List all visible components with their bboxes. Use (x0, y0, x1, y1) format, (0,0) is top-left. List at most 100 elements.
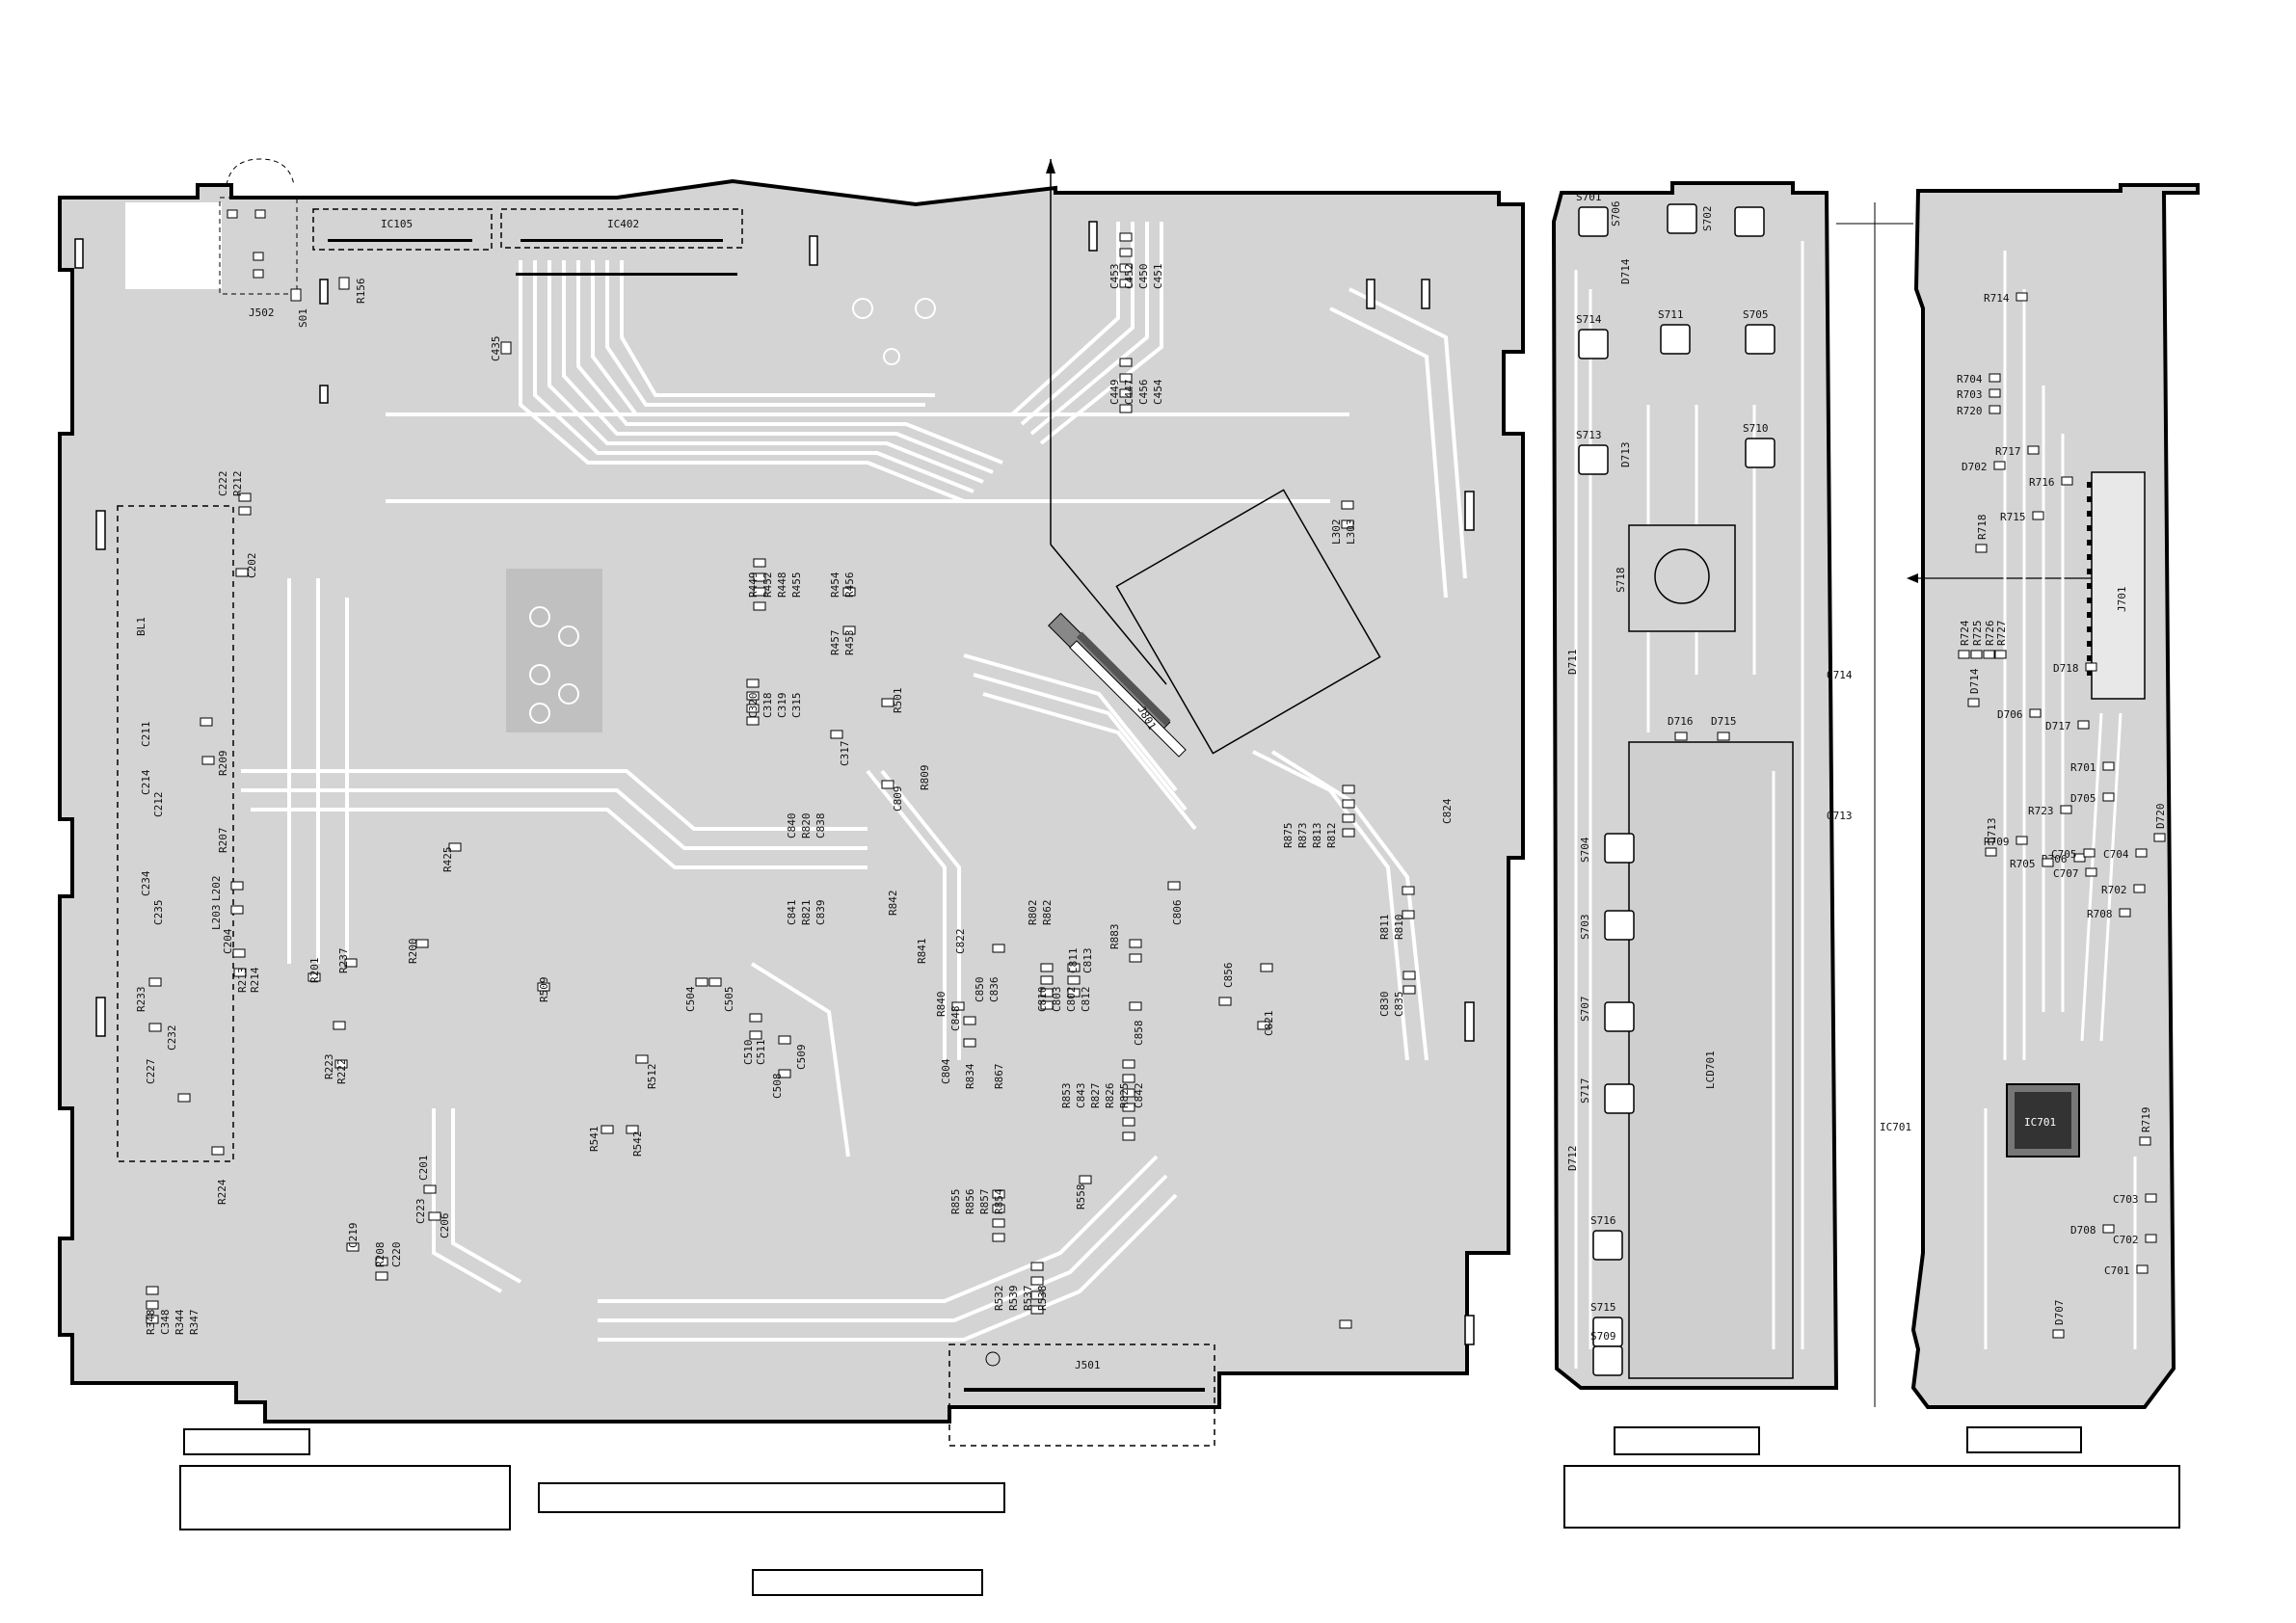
label-r841: R841 (916, 939, 928, 965)
pad-r715 (2032, 511, 2044, 520)
pad-r704 (1989, 373, 2001, 383)
label-d714: D714 (1968, 668, 1981, 694)
label-c810: C810 (1036, 987, 1049, 1013)
pad-r709 (2016, 836, 2028, 845)
label-c449: C449 (1108, 380, 1121, 406)
label-r834: R834 (964, 1063, 976, 1089)
label-r201: R201 (308, 958, 321, 984)
pad-r720 (1989, 405, 2001, 414)
label-c856: C856 (1222, 963, 1235, 989)
label-c201: C201 (417, 1156, 430, 1182)
label-c452: C452 (1123, 264, 1135, 290)
j501-pinrow (964, 1388, 1205, 1392)
pad-r726 (1983, 650, 1995, 659)
pad-d714 (1967, 698, 1980, 707)
label-r810: R810 (1393, 915, 1405, 941)
label-r826: R826 (1104, 1083, 1116, 1109)
label-c702: C702 (2113, 1234, 2139, 1246)
label-r724: R724 (1959, 620, 1971, 646)
label-r207: R207 (217, 828, 229, 854)
pad-d708 (2102, 1224, 2115, 1234)
label-c202: C202 (246, 553, 258, 579)
pad-r703 (1989, 388, 2001, 398)
label-r812: R812 (1325, 823, 1338, 849)
label-r348: R348 (145, 1310, 157, 1336)
s702-button-pad (1734, 206, 1765, 237)
label-r725: R725 (1971, 621, 1984, 647)
label-r702: R702 (2101, 884, 2127, 896)
label-r716: R716 (2029, 476, 2055, 489)
title-plate-6 (1966, 1426, 2082, 1453)
label-c212: C212 (152, 792, 165, 818)
pad-c701 (2136, 1264, 2149, 1274)
j701-body (2091, 471, 2146, 700)
label-c858: C858 (1133, 1021, 1145, 1047)
label-r820: R820 (800, 813, 813, 839)
label-r875: R875 (1282, 823, 1295, 849)
bl1-outline (117, 505, 234, 1162)
label-r867: R867 (993, 1064, 1005, 1090)
label-c806: C806 (1171, 900, 1184, 926)
rear-board-outline (1910, 183, 2200, 1409)
pad-r727 (1994, 650, 2007, 659)
label-d713: D713 (1986, 818, 1998, 844)
label-r532: R532 (993, 1286, 1005, 1312)
label-r448: R448 (776, 572, 788, 599)
label-r209: R209 (217, 751, 229, 777)
pad-d706 (2029, 708, 2042, 718)
label-c509: C509 (795, 1045, 808, 1071)
pad-c703 (2145, 1193, 2157, 1203)
label-c315: C315 (790, 693, 803, 719)
label-r452: R452 (761, 572, 774, 599)
label-d717: D717 (2045, 720, 2071, 732)
label-r214: R214 (249, 967, 261, 993)
rear-board: J701 IC701 R714R704R703R720R717D702R716R… (1907, 183, 2200, 1409)
j502-dome (226, 158, 295, 186)
label-r809: R809 (919, 765, 931, 791)
label-c435: C435 (490, 336, 502, 362)
label-s711: S711 (1658, 308, 1684, 321)
label-d714: D714 (1619, 258, 1632, 284)
pad-r719 (2139, 1136, 2151, 1146)
pad-d718 (2085, 662, 2097, 672)
s709-button-pad (1592, 1345, 1623, 1376)
label-r509: R509 (538, 977, 550, 1003)
label-c511: C511 (755, 1040, 767, 1066)
label-c838: C838 (814, 813, 827, 839)
label-s709: S709 (1590, 1330, 1616, 1343)
heatsink-area (506, 569, 602, 732)
label-s01: S01 (297, 308, 309, 328)
label-c705: C705 (2051, 848, 2077, 861)
label-r856: R856 (964, 1189, 976, 1215)
ic402-label: IC402 (607, 218, 639, 230)
label-r726: R726 (1984, 621, 1996, 647)
label-c235: C235 (152, 900, 165, 926)
s718-body (1628, 524, 1736, 632)
label-c803: C803 (1051, 987, 1063, 1013)
label-l302: L302 (1330, 519, 1343, 545)
s714-button-pad (1578, 329, 1609, 359)
label-c842: C842 (1133, 1083, 1145, 1109)
label-s706: S706 (1610, 201, 1622, 227)
pad-d705 (2102, 792, 2115, 802)
title-plate-3 (538, 1482, 1005, 1513)
label-l303: L303 (1345, 519, 1357, 545)
label-r723: R723 (2028, 805, 2054, 817)
label-r156: R156 (355, 279, 367, 305)
label-r237: R237 (337, 948, 350, 974)
title-plate-5 (1614, 1426, 1760, 1455)
main-board: IC105 IC402 J502 BL1 J501 J801 (58, 158, 1525, 1447)
label-c505: C505 (723, 987, 735, 1013)
label-c704: C704 (2103, 848, 2129, 861)
label-s717: S717 (1579, 1078, 1591, 1104)
label-s716: S716 (1590, 1214, 1616, 1227)
label-r558: R558 (1075, 1184, 1087, 1211)
label-r708: R708 (2087, 908, 2113, 920)
label-r200: R200 (407, 939, 419, 965)
label-r212: R212 (231, 471, 244, 497)
label-r425: R425 (441, 847, 454, 873)
label-r827: R827 (1089, 1083, 1102, 1109)
j701-pins (2087, 482, 2092, 676)
pad-r706 (2073, 853, 2086, 863)
